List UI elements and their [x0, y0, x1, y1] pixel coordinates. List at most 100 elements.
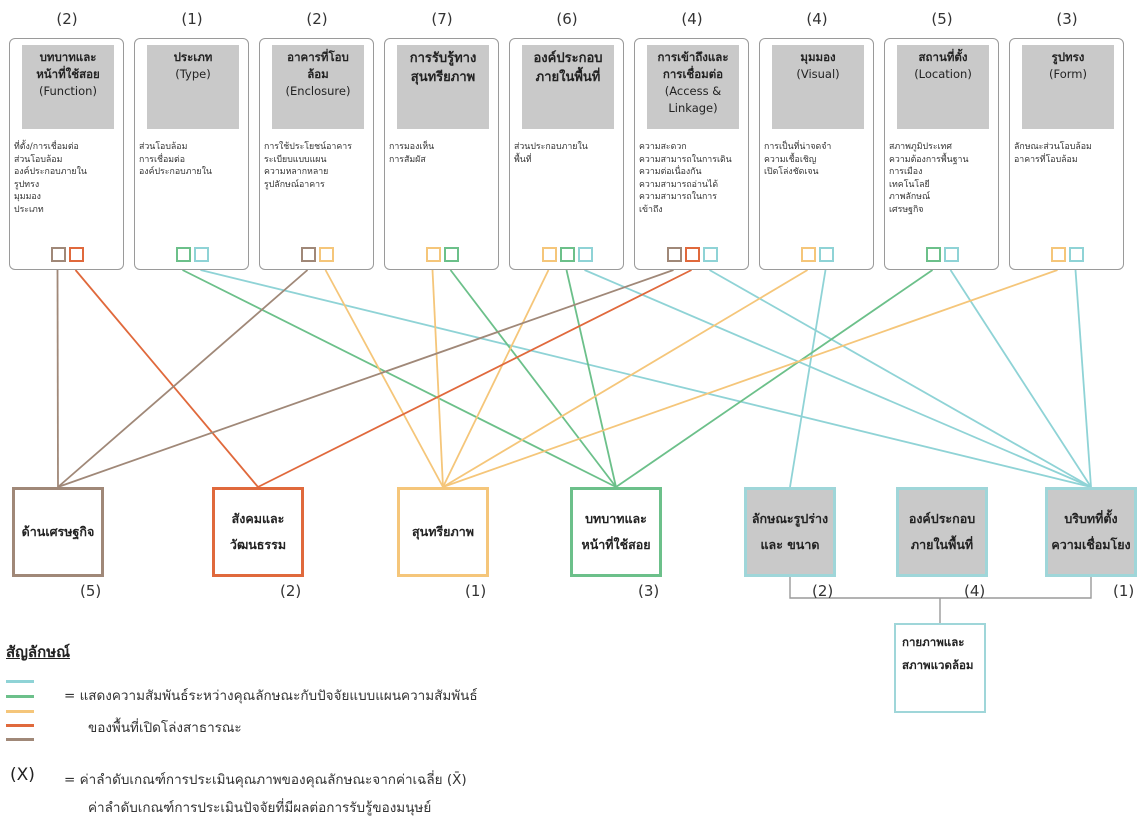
factor-ports: [926, 247, 959, 265]
factor-rank: (5): [931, 10, 953, 28]
legend-text-1: = แสดงความสัมพันธ์ระหว่างคุณลักษณะกับปัจ…: [64, 688, 478, 704]
factor-rank: (4): [806, 10, 828, 28]
legend-x-text-1: = ค่าลำดับเกณฑ์การประเมินคุณภาพของคุณลัก…: [64, 772, 467, 788]
factor-title: องค์ประกอบ ภายในพื้นที่: [522, 45, 614, 129]
connector-port-teal: [578, 247, 593, 262]
factor-title: บทบาทและ หน้าที่ใช้สอย(Function): [22, 45, 114, 129]
factor-rank: (3): [1056, 10, 1078, 28]
factor-subtitle: (Access & Linkage): [664, 84, 722, 115]
factor-card: ประเภท(Type)ส่วนโอบล้อม การเชื่อมต่อ องค…: [134, 38, 249, 270]
factor-subtitle: (Function): [39, 84, 97, 98]
outcome-label: ด้านเศรษฐกิจ: [21, 524, 95, 539]
outcome-label: สังคมและ วัฒนธรรม: [229, 511, 287, 552]
connector-port-yellow: [801, 247, 816, 262]
factor-body: ความสะดวก ความสามารถในการเดิน ความต่อเนื…: [639, 142, 732, 215]
legend-text-2: ของพื้นที่เปิดโล่งสาธารณะ: [88, 720, 242, 736]
factor-title-text: ประเภท: [173, 50, 213, 64]
factor-body: การมองเห็น การสัมผัส: [389, 142, 435, 165]
factor-subtitle: (Type): [175, 67, 211, 81]
factor-ports: [667, 247, 718, 265]
factor-ports: [801, 247, 834, 265]
connector-port-green: [176, 247, 191, 262]
factor-title-text: การรับรู้ทาง สุนทรียภาพ: [409, 51, 477, 85]
legend-x-text-2: ค่าลำดับเกณฑ์การประเมินปัจจัยที่มีผลต่อก…: [88, 800, 432, 816]
factor-title-text: มุมมอง: [800, 50, 836, 64]
connector-port-brown: [667, 247, 682, 262]
outcome-box: ด้านเศรษฐกิจ: [12, 487, 104, 577]
factor-rank: (4): [681, 10, 703, 28]
connection-line-green: [565, 269, 617, 488]
connection-line-brown: [57, 269, 309, 488]
factor-card: การเข้าถึงและ การเชื่อมต่อ(Access & Link…: [634, 38, 749, 270]
outcome-box: บทบาทและ หน้าที่ใช้สอย: [570, 487, 662, 577]
outcome-rank: (2): [280, 582, 302, 600]
factor-rank: (2): [306, 10, 328, 28]
connection-line-yellow: [442, 269, 1058, 488]
factor-card: องค์ประกอบ ภายในพื้นที่ส่วนประกอบภายใน พ…: [509, 38, 624, 270]
outcome-label: สุนทรียภาพ: [412, 524, 474, 539]
outcome-rank: (3): [638, 582, 660, 600]
physical-environment-box: กายภาพและ สภาพแวดล้อม: [894, 623, 986, 713]
factor-card: สถานที่ตั้ง(Location)สภาพภูมิประเทศ ความ…: [884, 38, 999, 270]
factor-title-text: รูปทรง: [1051, 50, 1085, 64]
connector-port-yellow: [319, 247, 334, 262]
connection-line-teal: [789, 269, 827, 488]
connection-line-brown: [56, 269, 59, 488]
outcome-label: ลักษณะรูปร่าง และ ขนาด: [751, 511, 829, 552]
outcome-label: บทบาทและ หน้าที่ใช้สอย: [581, 511, 651, 552]
factor-title: รูปทรง (Form): [1022, 45, 1114, 129]
connection-line-teal: [1074, 269, 1092, 488]
connector-port-teal: [819, 247, 834, 262]
factor-title: มุมมอง(Visual): [772, 45, 864, 129]
legend-line-orange: [6, 724, 34, 727]
connector-port-teal: [1069, 247, 1084, 262]
outcome-box: สุนทรียภาพ: [397, 487, 489, 577]
outcome-rank: (4): [964, 582, 986, 600]
connector-port-teal: [703, 247, 718, 262]
factor-title: ประเภท (Type): [147, 45, 239, 129]
connector-port-yellow: [426, 247, 441, 262]
outcome-rank: (1): [465, 582, 487, 600]
legend-line-green: [6, 695, 34, 698]
bracket-connector: [789, 577, 1092, 623]
connection-line-yellow: [442, 269, 550, 488]
factor-card: มุมมอง(Visual) การเป็นที่น่าจดจำ ความเชื้…: [759, 38, 874, 270]
connector-port-orange: [69, 247, 84, 262]
factor-body: การใช้ประโยชน์อาคาร ระเบียบแบบแผน ความหล…: [264, 142, 352, 190]
factor-title-text: องค์ประกอบ ภายในพื้นที่: [533, 51, 603, 85]
outcome-label: องค์ประกอบ ภายในพื้นที่: [908, 511, 976, 552]
connection-line-orange: [257, 269, 692, 488]
outcome-box: ลักษณะรูปร่าง และ ขนาด: [744, 487, 836, 577]
factor-body: การเป็นที่น่าจดจำ ความเชื้อเชิญ เปิดโล่ง…: [764, 142, 832, 177]
factor-card: การรับรู้ทาง สุนทรียภาพการมองเห็น การสัม…: [384, 38, 499, 270]
connection-line-teal: [584, 269, 1092, 488]
connection-line-teal: [200, 269, 1092, 488]
factor-title: การรับรู้ทาง สุนทรียภาพ: [397, 45, 489, 129]
factor-rank: (2): [56, 10, 78, 28]
outcome-box: สังคมและ วัฒนธรรม: [212, 487, 304, 577]
factor-ports: [51, 247, 84, 265]
factor-title-text: สถานที่ตั้ง: [918, 50, 968, 64]
factor-subtitle: (Enclosure): [285, 84, 351, 98]
factor-title: สถานที่ตั้ง(Location): [897, 45, 989, 129]
connection-line-yellow: [431, 269, 444, 488]
factor-body: ส่วนประกอบภายใน พื้นที่: [514, 142, 588, 165]
factor-subtitle: (Form): [1049, 67, 1087, 81]
factor-ports: [176, 247, 209, 265]
factor-ports: [301, 247, 334, 265]
connector-port-yellow: [542, 247, 557, 262]
legend-line-yellow: [6, 710, 34, 713]
legend-x-symbol: (X): [10, 765, 35, 785]
connection-line-green: [182, 269, 617, 488]
outcome-rank: (5): [80, 582, 102, 600]
outcome-box: องค์ประกอบ ภายในพื้นที่: [896, 487, 988, 577]
factor-rank: (7): [431, 10, 453, 28]
factor-ports: [1051, 247, 1084, 265]
connection-line-green: [449, 269, 617, 488]
connection-line-brown: [57, 269, 674, 488]
connection-line-orange: [74, 269, 259, 488]
factor-ports: [426, 247, 459, 265]
connector-port-brown: [51, 247, 66, 262]
connector-port-green: [926, 247, 941, 262]
